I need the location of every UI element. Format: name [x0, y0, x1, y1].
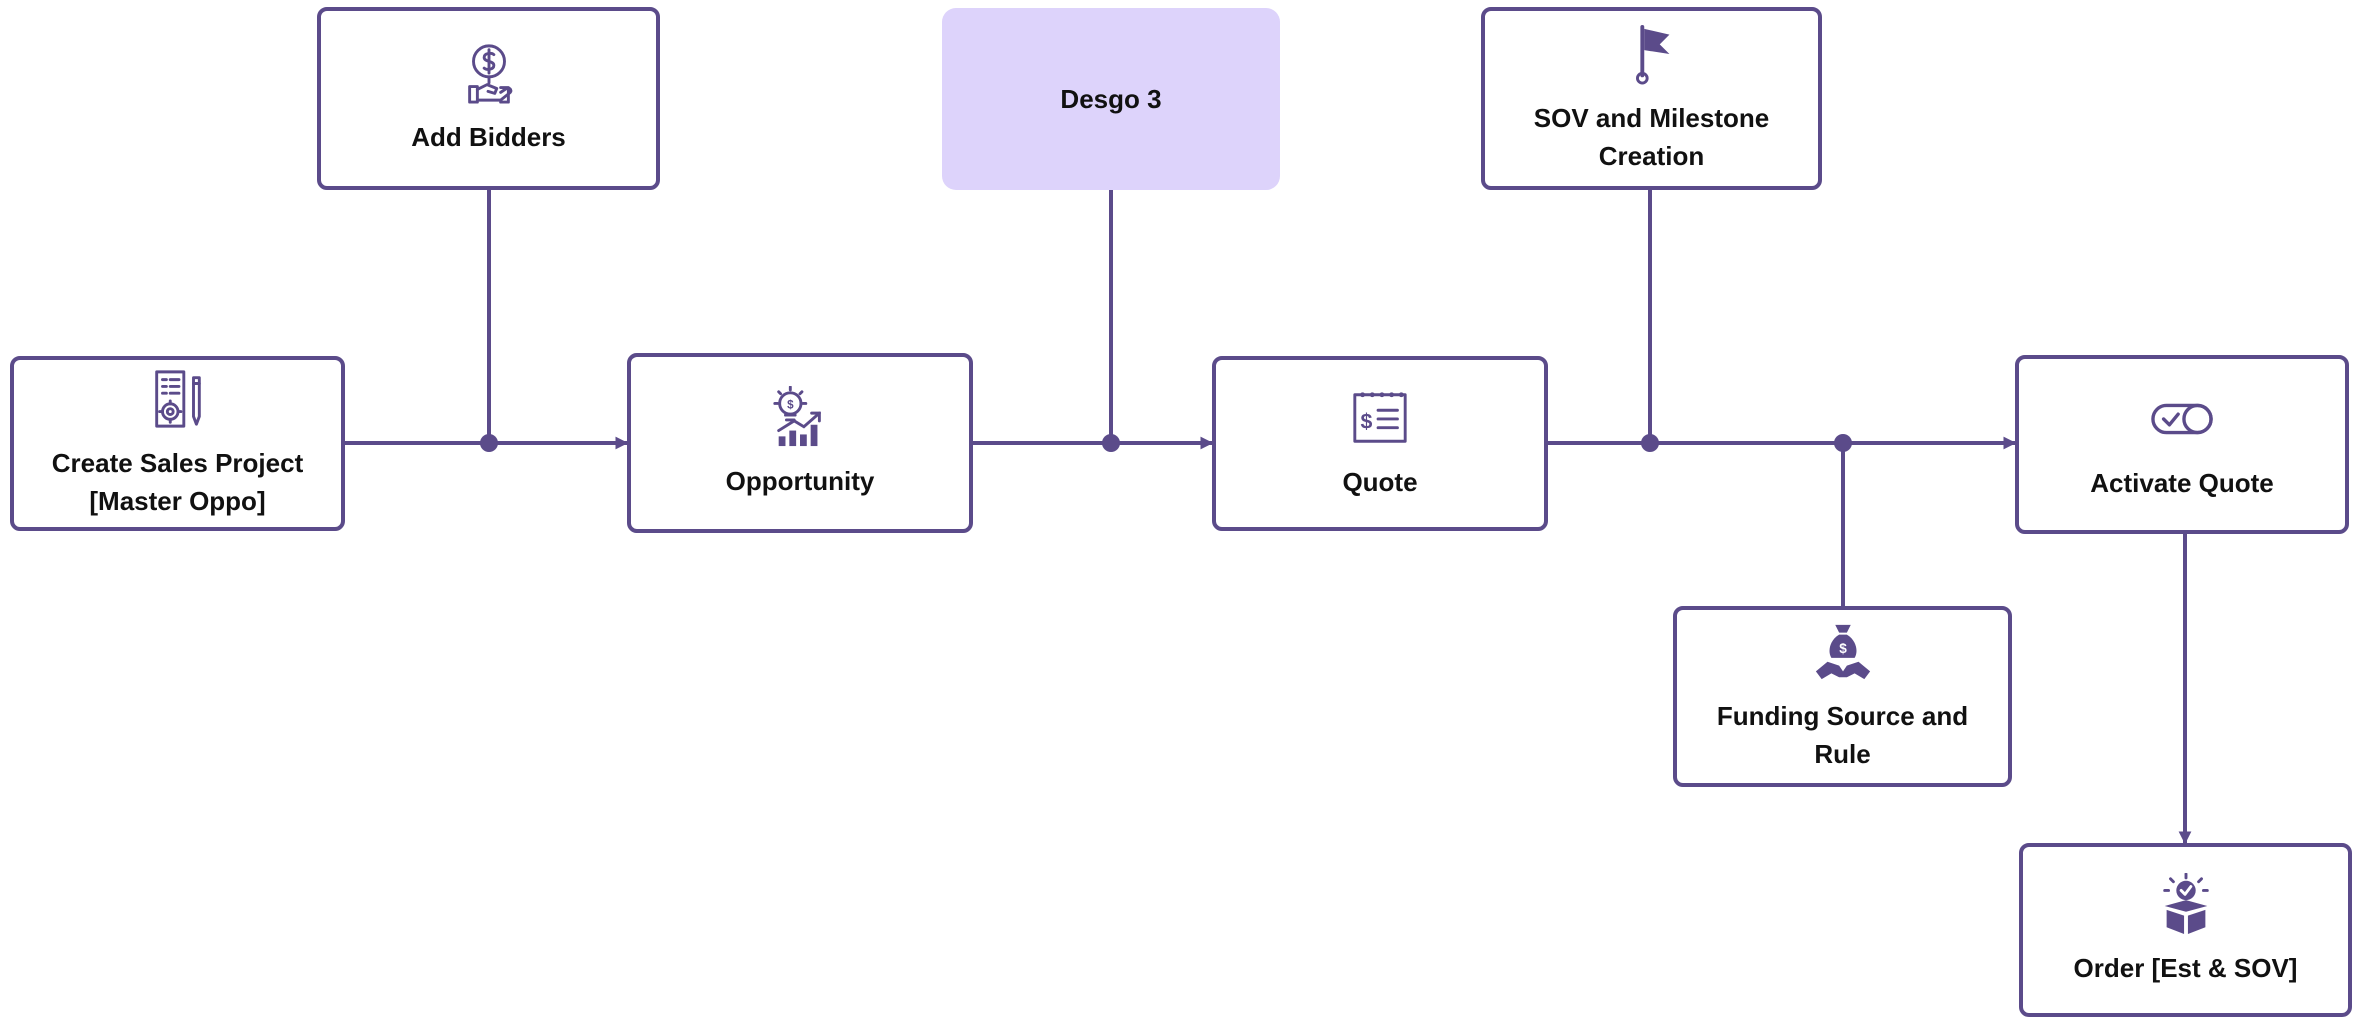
- toggle-check-icon: [2151, 403, 2213, 434]
- node-sov-milestone[interactable]: SOV and Milestone Creation: [1481, 7, 1822, 190]
- node-quote[interactable]: $ Quote: [1212, 356, 1548, 531]
- money-bag-hand-icon: $: [1815, 624, 1870, 679]
- box-check-icon: [2162, 873, 2209, 935]
- junction-dot: [1834, 434, 1852, 452]
- node-order[interactable]: Order [Est & SOV]: [2019, 843, 2352, 1017]
- document-gear-icon: [154, 369, 201, 428]
- node-desgo[interactable]: Desgo 3: [942, 8, 1280, 190]
- junction-dot: [1641, 434, 1659, 452]
- node-label: SOV and Milestone Creation: [1533, 102, 1770, 171]
- svg-text:$: $: [1839, 640, 1847, 655]
- node-label: Desgo 3: [1060, 84, 1162, 114]
- node-activate-quote[interactable]: Activate Quote: [2015, 355, 2349, 534]
- flag-icon: [1635, 24, 1669, 85]
- node-label: Create Sales Project [Master Oppo]: [51, 447, 304, 516]
- node-label: Add Bidders: [411, 121, 566, 152]
- node-create-sales-project[interactable]: Create Sales Project [Master Oppo]: [10, 356, 345, 531]
- node-funding-source[interactable]: $ Funding Source and Rule: [1673, 606, 2012, 787]
- svg-text:$: $: [1361, 409, 1373, 433]
- svg-text:$: $: [787, 398, 794, 411]
- node-opportunity[interactable]: $ Opportunity: [627, 353, 973, 533]
- node-add-bidders[interactable]: Add Bidders: [317, 7, 660, 190]
- dollar-search-hand-icon: [467, 43, 512, 104]
- node-label: Activate Quote: [2090, 467, 2274, 498]
- node-label: Order [Est & SOV]: [2073, 953, 2298, 983]
- junction-dot: [1102, 434, 1120, 452]
- node-label: Quote: [1342, 466, 1418, 497]
- node-label: Opportunity: [725, 466, 875, 496]
- idea-chart-icon: $: [773, 386, 821, 447]
- price-list-icon: $: [1353, 391, 1407, 443]
- junction-dot: [480, 434, 498, 452]
- node-label: Funding Source and Rule: [1716, 700, 1969, 769]
